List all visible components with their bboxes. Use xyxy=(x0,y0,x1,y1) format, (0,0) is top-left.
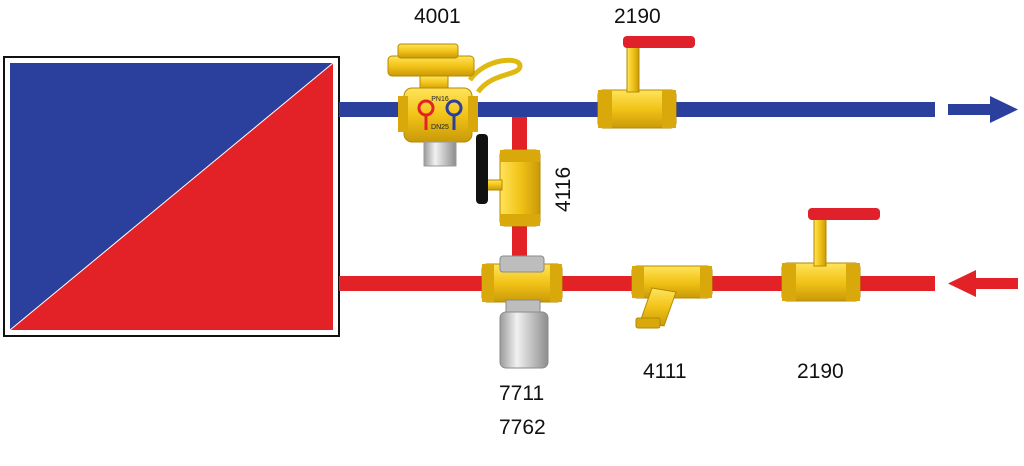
ball-valve-2190-return xyxy=(781,208,880,302)
bypass-valve-4116 xyxy=(476,134,541,227)
label-7711: 7711 xyxy=(499,382,545,405)
label-4116: 4116 xyxy=(552,166,575,212)
black-handle-icon xyxy=(476,134,488,204)
label-4111: 4111 xyxy=(643,360,687,383)
partner-valve-4001: PN16 DN25 xyxy=(387,43,523,167)
handle-icon xyxy=(623,36,695,48)
ball-valve-2190-supply xyxy=(597,36,695,129)
handle-icon xyxy=(808,208,880,220)
label-4001: 4001 xyxy=(414,5,461,28)
arrow-right-icon xyxy=(948,96,1018,123)
heat-exchanger xyxy=(3,56,340,337)
pressure-marking: PN16 xyxy=(431,96,449,103)
label-2190-return: 2190 xyxy=(797,360,844,383)
arrow-left-icon xyxy=(948,270,1018,297)
label-2190-supply: 2190 xyxy=(614,5,661,28)
control-valve-7711 xyxy=(481,255,563,369)
label-7762: 7762 xyxy=(499,416,546,439)
actuator-7762 xyxy=(499,311,549,369)
size-marking: DN25 xyxy=(431,124,449,131)
strainer-4111 xyxy=(631,265,713,329)
